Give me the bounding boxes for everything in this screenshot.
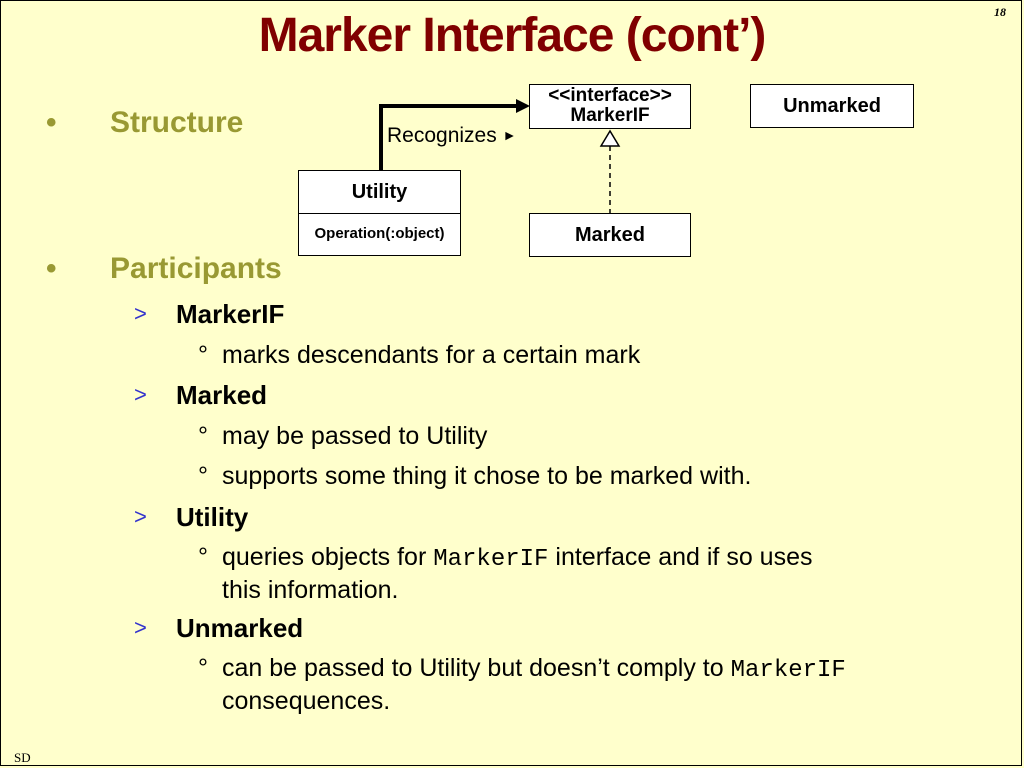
participant-name: MarkerIF [176, 299, 285, 329]
participant-name: Marked [176, 380, 268, 410]
bullet-structure-label: Structure [110, 106, 244, 139]
item-text: queries objects for MarkerIF interface a… [222, 542, 812, 606]
slide-title: Marker Interface (cont’) [258, 9, 767, 62]
interface-markerif-box: <<interface>> MarkerIF [529, 84, 691, 129]
code-markerif: MarkerIF [730, 657, 846, 684]
bullet-dot: • [46, 106, 57, 139]
interface-stereotype: <<interface>> [548, 85, 672, 106]
recognizes-label: Recognizes ► [387, 124, 516, 148]
utility-name-compartment: Utility [299, 171, 460, 214]
item-text-pre: can be passed to Utility but doesn’t com… [222, 654, 731, 682]
recognizes-text: Recognizes [387, 124, 497, 147]
bullet-participants-label: Participants [110, 252, 282, 285]
footer-label: SD [14, 750, 31, 765]
item-marker: ° [198, 462, 208, 490]
recognizes-arrow-icon: ► [502, 127, 517, 143]
sub-bullet-marker: > [134, 301, 147, 326]
item-marker: ° [198, 543, 208, 571]
participant-name: Utility [176, 502, 249, 532]
item-text-line2: this information. [222, 576, 399, 604]
item-text: can be passed to Utility but doesn’t com… [222, 653, 846, 717]
marked-class-box: Marked [529, 213, 691, 257]
item-marker: ° [198, 422, 208, 450]
bullet-dot: • [46, 252, 57, 285]
item-text-post: interface and if so uses [548, 543, 813, 571]
code-markerif: MarkerIF [433, 546, 549, 573]
utility-class-box: Utility Operation(:object) [298, 170, 461, 256]
page-number: 18 [994, 5, 1006, 19]
unmarked-class-box: Unmarked [750, 84, 914, 128]
recognizes-association-line [379, 104, 522, 170]
sub-bullet-marker: > [134, 382, 147, 407]
unmarked-class-name: Unmarked [783, 95, 881, 117]
utility-operation: Operation(:object) [314, 225, 445, 242]
item-text: marks descendants for a certain mark [222, 341, 641, 369]
item-text-line2: consequences. [222, 687, 391, 715]
item-marker: ° [198, 654, 208, 682]
item-marker: ° [198, 341, 208, 369]
marked-class-name: Marked [574, 224, 646, 246]
sub-bullet-marker: > [134, 615, 147, 640]
sub-bullet-marker: > [134, 504, 147, 529]
interface-name: MarkerIF [570, 105, 650, 126]
participant-name: Unmarked [176, 613, 304, 643]
item-text: supports some thing it chose to be marke… [222, 462, 752, 490]
item-text-pre: queries objects for [222, 543, 434, 571]
utility-class-name: Utility [351, 181, 408, 203]
item-text: may be passed to Utility [222, 422, 488, 450]
realization-triangle [599, 129, 621, 147]
association-arrowhead [516, 99, 530, 113]
